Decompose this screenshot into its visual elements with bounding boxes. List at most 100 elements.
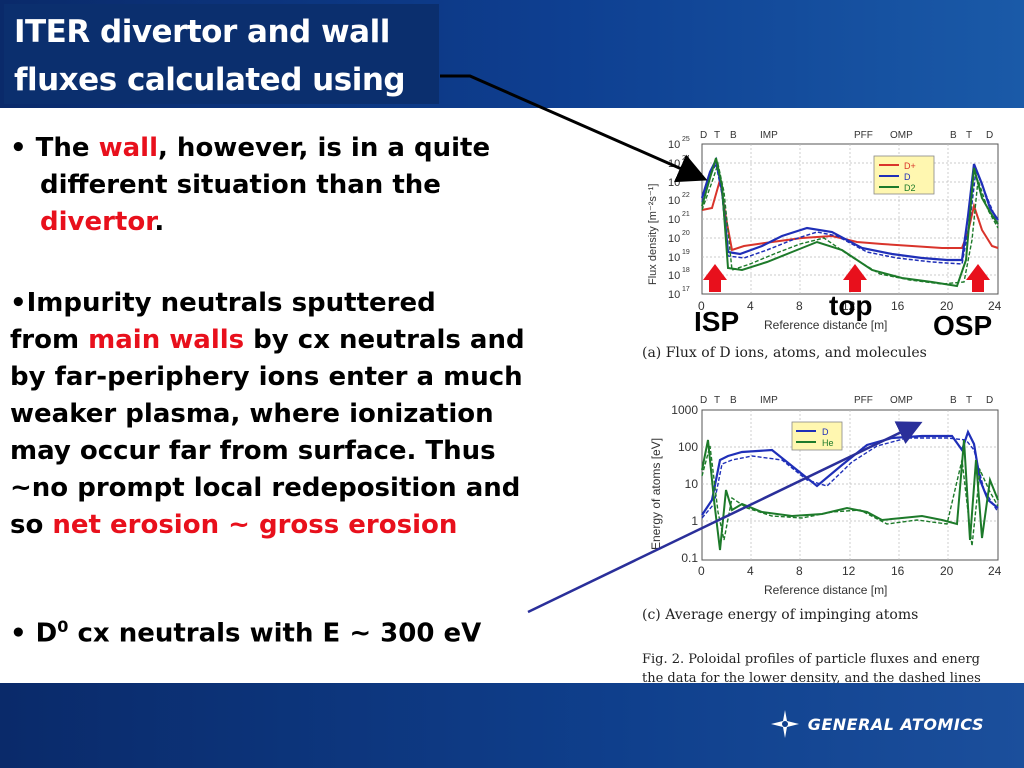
bullet-text: The <box>26 133 99 163</box>
svg-text:10: 10 <box>668 233 680 245</box>
svg-text:10: 10 <box>668 139 680 151</box>
general-atomics-logo: GENERAL ATOMICS <box>770 709 984 739</box>
svg-text:20: 20 <box>682 230 690 237</box>
bullet-text: , however, is in a quite <box>158 133 491 163</box>
highlight-main-walls: main walls <box>88 325 245 355</box>
svg-text:OMP: OMP <box>890 395 913 406</box>
svg-text:18: 18 <box>682 267 690 274</box>
svg-text:PFF: PFF <box>854 395 873 406</box>
svg-text:T: T <box>714 130 720 141</box>
svg-text:24: 24 <box>988 299 1002 313</box>
bullet-text: different situation than the <box>40 170 441 200</box>
plot-a-top-markers: D T B IMP PFF OMP B T D <box>700 130 993 141</box>
svg-text:B: B <box>950 395 957 406</box>
figure-caption: Fig. 2. Poloidal profiles of particle fl… <box>642 650 981 688</box>
bullet-marker: • <box>10 618 27 649</box>
plot-c-legend <box>791 421 843 451</box>
bullet-text-indent: different situation than the divertor. <box>10 167 535 241</box>
plot-c-top-markers: D T B IMP PFF OMP B T D <box>700 395 993 406</box>
svg-text:20: 20 <box>940 299 954 313</box>
caption-a: (a) Flux of D ions, atoms, and molecules <box>642 345 927 361</box>
title-line-1: ITER divertor and wall fluxes calculated… <box>14 14 406 98</box>
plot-a-ylabel: Flux density [m⁻²s⁻¹] <box>647 184 659 285</box>
legend-d2: D2 <box>904 183 916 193</box>
label-osp: OSP <box>933 310 993 341</box>
plot-a-xlabel: Reference distance [m] <box>764 318 887 332</box>
svg-text:PFF: PFF <box>854 130 873 141</box>
highlight-divertor: divertor <box>40 207 155 237</box>
figure-caption-line-1: Fig. 2. Poloidal profiles of particle fl… <box>642 652 980 667</box>
svg-text:B: B <box>730 395 737 406</box>
highlight-net-erosion: net erosion ~ gross erosion <box>52 510 458 540</box>
svg-text:B: B <box>950 130 957 141</box>
bullet-marker: • <box>10 133 27 163</box>
svg-text:12: 12 <box>842 564 856 578</box>
svg-text:16: 16 <box>891 299 905 313</box>
svg-text:10: 10 <box>668 289 680 301</box>
svg-text:21: 21 <box>682 211 690 218</box>
bullet-cx-neutrals: • D0 cx neutrals with E ~ 300 eV <box>10 608 535 653</box>
bullet-wall-situation: • The wall, however, is in a quite diffe… <box>10 130 535 241</box>
series-d2-dashed <box>701 161 999 285</box>
svg-text:1: 1 <box>691 514 698 528</box>
svg-text:4: 4 <box>747 299 754 313</box>
svg-text:8: 8 <box>796 564 803 578</box>
label-top: top <box>829 290 873 321</box>
series-d2 <box>701 157 999 288</box>
plot-c: D He D T B IMP PFF OMP B T D 1000 100 10… <box>649 395 1002 597</box>
title-bar: ITER divertor and wall fluxes calculated… <box>0 0 1024 146</box>
bullet-text: . <box>154 207 165 237</box>
svg-text:D: D <box>700 130 707 141</box>
svg-text:12: 12 <box>842 299 856 313</box>
ga-star-icon <box>770 710 799 738</box>
ga-logo-text: GENERAL ATOMICS <box>807 714 984 734</box>
legend-d: D <box>904 172 911 182</box>
plot-a-xticks: 0 4 8 12 16 20 24 <box>698 299 1002 313</box>
svg-text:100: 100 <box>678 440 698 454</box>
svg-text:4: 4 <box>747 564 754 578</box>
slide-title: ITER divertor and wall fluxes calculated… <box>14 8 439 152</box>
title-panel: ITER divertor and wall fluxes calculated… <box>4 4 439 146</box>
svg-text:B: B <box>730 130 737 141</box>
svg-text:0: 0 <box>698 564 705 578</box>
svg-text:IMP: IMP <box>760 130 778 141</box>
bullet-marker: • <box>10 288 27 318</box>
svg-text:D: D <box>700 395 707 406</box>
svg-text:25: 25 <box>682 136 690 143</box>
bullet-text: from <box>10 325 89 355</box>
svg-text:T: T <box>966 395 972 406</box>
svg-text:10: 10 <box>685 477 699 491</box>
svg-text:T: T <box>966 130 972 141</box>
plot-c-frame <box>701 409 999 561</box>
svg-text:10: 10 <box>668 270 680 282</box>
svg-text:T: T <box>714 395 720 406</box>
svg-text:20: 20 <box>940 564 954 578</box>
svg-text:10: 10 <box>668 158 680 170</box>
svg-text:OMP: OMP <box>890 130 913 141</box>
svg-text:10: 10 <box>668 177 680 189</box>
svg-text:24: 24 <box>682 155 690 162</box>
bullet-text: by cx neutrals and by far-periphery ions… <box>10 325 525 540</box>
bullet-text: cx neutrals with E ~ 300 eV <box>68 618 482 649</box>
svg-text:16: 16 <box>891 564 905 578</box>
legend-he-energy: He <box>822 438 834 448</box>
svg-text:10: 10 <box>668 214 680 226</box>
series-d-dashed <box>701 161 999 265</box>
superscript-zero: 0 <box>57 617 69 636</box>
label-isp: ISP <box>694 306 740 337</box>
svg-text:0.1: 0.1 <box>681 551 698 565</box>
svg-text:D: D <box>986 395 993 406</box>
plot-c-ylabel: Energy of atoms [eV] <box>649 438 663 550</box>
svg-text:23: 23 <box>682 174 690 181</box>
legend-d-plus: D+ <box>904 161 916 171</box>
figure-caption-line-2: the data for the lower density, and the … <box>642 671 981 686</box>
plot-c-yticks: 1000 100 10 1 0.1 <box>671 403 698 565</box>
svg-text:IMP: IMP <box>760 395 778 406</box>
bullet-text: D <box>26 618 58 649</box>
bullet-text: Impurity neutrals sputtered <box>26 288 436 318</box>
svg-text:1000: 1000 <box>671 403 698 417</box>
